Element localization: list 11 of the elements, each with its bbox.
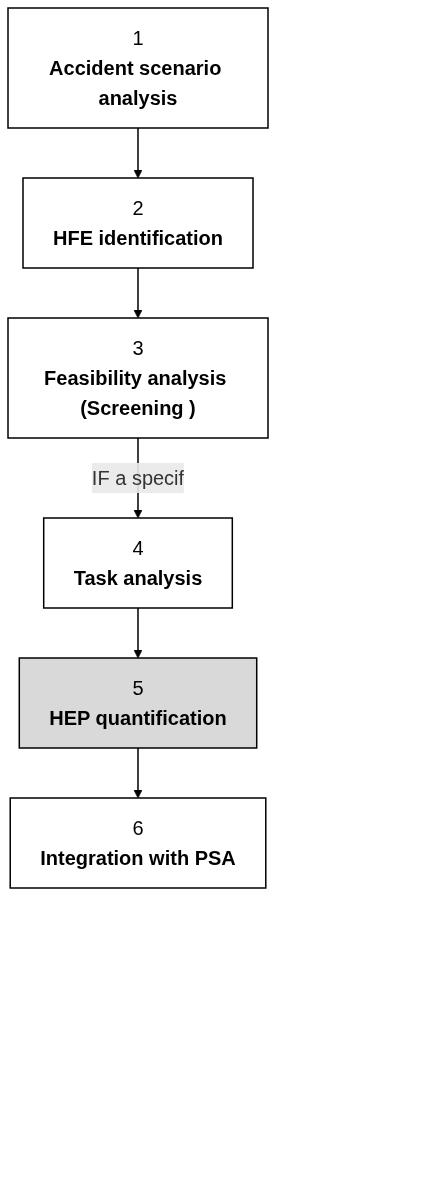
node-box: 3 Feasibility analysis (Screening )	[7, 317, 269, 439]
node-box: 5 HEP quantification	[18, 657, 258, 749]
arrow	[133, 747, 143, 799]
edge-label: IF a specif	[91, 467, 185, 489]
node-box: 1 Accident scenario analysis	[7, 7, 269, 129]
node-box: 6 Integration with PSA	[9, 797, 267, 889]
node-box: 2 HFE identification	[22, 177, 254, 269]
arrow	[133, 127, 143, 179]
arrow	[133, 607, 143, 659]
arrow	[133, 267, 143, 319]
node-box: 4 Task analysis	[42, 517, 234, 609]
